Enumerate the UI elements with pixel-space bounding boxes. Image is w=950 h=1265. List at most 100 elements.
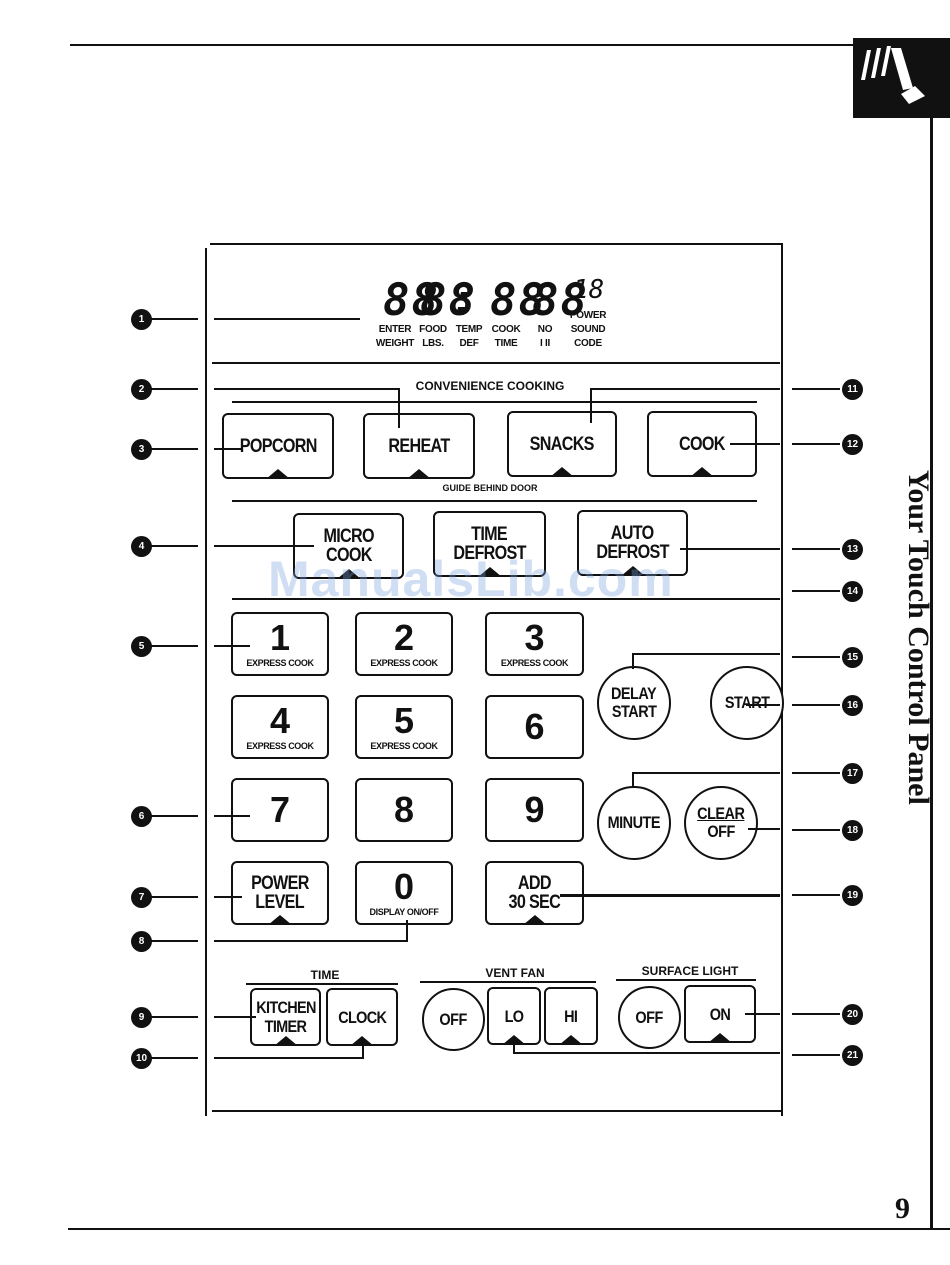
display-digits-1: 88 — [383, 275, 440, 326]
panel-right-border — [781, 243, 783, 1116]
digit-7-button[interactable]: 7 — [231, 778, 329, 842]
leader-6 — [150, 815, 198, 817]
leader-20b — [792, 1013, 840, 1015]
indicator-icon — [336, 569, 361, 579]
indicator-icon — [268, 915, 292, 925]
snacks-button[interactable]: SNACKS — [507, 411, 617, 477]
vent-fan-hi-button[interactable]: HI — [544, 987, 598, 1045]
indicator-icon — [407, 469, 431, 479]
leader-16 — [746, 704, 780, 706]
start-button[interactable]: START — [710, 666, 784, 740]
leader-8 — [150, 940, 198, 942]
leader-8b — [214, 940, 408, 942]
guide-divider — [232, 500, 757, 502]
leader-21c — [792, 1054, 840, 1056]
convenience-line — [232, 401, 757, 403]
leader-12 — [730, 443, 780, 445]
leader-21b — [513, 1040, 515, 1054]
panel-bottom-border — [212, 1110, 781, 1112]
digit-8-button[interactable]: 8 — [355, 778, 453, 842]
indicator-icon — [522, 915, 547, 925]
leader-5b — [214, 645, 250, 647]
leader-11 — [590, 388, 780, 390]
minute-button[interactable]: MINUTE — [597, 786, 671, 860]
leader-19 — [560, 894, 780, 897]
callout-20: 20 — [842, 1004, 863, 1025]
leader-20 — [745, 1013, 780, 1015]
callout-12: 12 — [842, 434, 863, 455]
indicator-icon — [477, 567, 502, 577]
digit-6-button[interactable]: 6 — [485, 695, 584, 759]
leader-10b — [214, 1057, 364, 1059]
touch-hand-icon — [861, 46, 925, 104]
leader-7 — [150, 896, 198, 898]
leader-16b — [792, 704, 840, 706]
callout-21: 21 — [842, 1045, 863, 1066]
guide-behind-door: GUIDE BEHIND DOOR — [442, 483, 538, 493]
clock-button[interactable]: CLOCK — [326, 988, 398, 1046]
surface-light-line — [616, 979, 756, 981]
panel-left-border — [205, 248, 207, 1116]
leader-12b — [792, 443, 840, 445]
display-digits-2: 88 — [420, 275, 477, 326]
leader-13 — [680, 548, 780, 550]
leader-1 — [150, 318, 198, 320]
surface-light-heading: SURFACE LIGHT — [641, 964, 739, 978]
surface-light-on-button[interactable]: ON — [684, 985, 756, 1043]
leader-7b — [214, 896, 242, 898]
leader-9b — [214, 1016, 256, 1018]
leader-13b — [792, 548, 840, 550]
leader-11c — [792, 388, 840, 390]
right-edge-rule — [930, 118, 933, 1228]
vent-fan-line — [420, 981, 596, 983]
reheat-button[interactable]: REHEAT — [363, 413, 475, 479]
display-digits-4: 88 — [532, 275, 589, 326]
display-digits-3: 88 — [490, 275, 547, 326]
section-tab — [853, 38, 950, 118]
callout-3: 3 — [131, 439, 152, 460]
leader-15b — [632, 653, 634, 669]
indicator-icon — [620, 566, 645, 576]
vent-fan-off-button[interactable]: OFF — [422, 988, 485, 1051]
indicator-icon — [550, 467, 574, 477]
leader-2 — [150, 388, 198, 390]
callout-7: 7 — [131, 887, 152, 908]
leader-10 — [150, 1057, 198, 1059]
indicator-icon — [559, 1035, 583, 1045]
leader-11b — [590, 388, 592, 423]
leader-18b — [792, 829, 840, 831]
leader-17 — [634, 772, 780, 774]
sidebar-title: Your Touch Control Panel — [902, 470, 935, 805]
indicator-icon — [690, 467, 714, 477]
leader-4b — [214, 545, 314, 547]
leader-17b — [632, 772, 634, 788]
popcorn-button[interactable]: POPCORN — [222, 413, 334, 479]
callout-15: 15 — [842, 647, 863, 668]
display-power-digits: 18 — [573, 275, 605, 305]
time-heading: TIME — [310, 968, 340, 982]
vent-fan-lo-button[interactable]: LO — [487, 987, 541, 1045]
callout-6: 6 — [131, 806, 152, 827]
digit-9-button[interactable]: 9 — [485, 778, 584, 842]
surface-light-off-button[interactable]: OFF — [618, 986, 681, 1049]
leader-1b — [214, 318, 360, 320]
leader-19b — [792, 894, 840, 896]
